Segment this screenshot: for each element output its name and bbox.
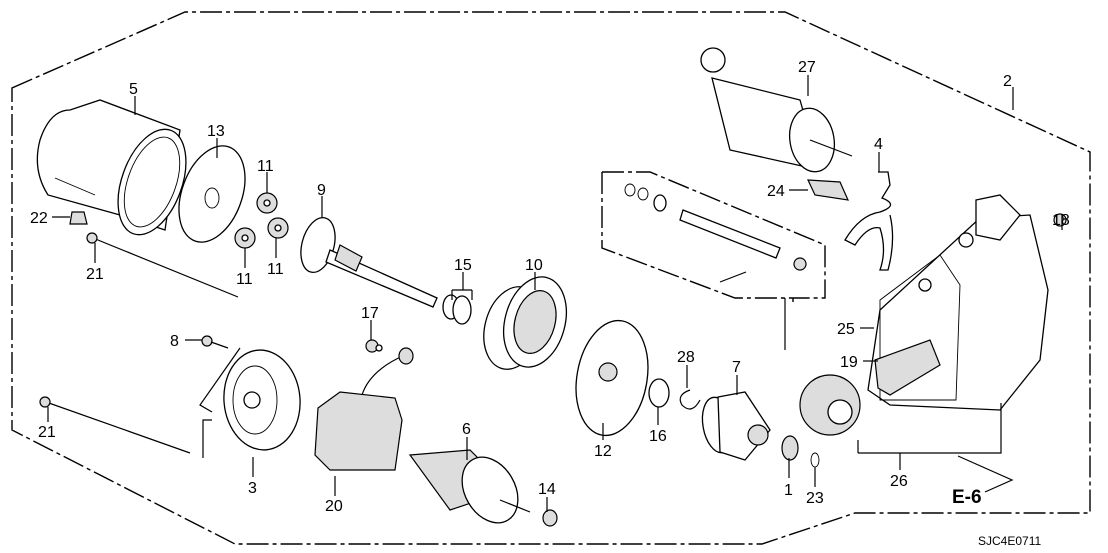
callout-17[interactable]: 17 xyxy=(361,305,379,322)
plunger-spring-part[interactable] xyxy=(624,183,807,283)
holder-part[interactable] xyxy=(807,179,849,201)
plate-part[interactable] xyxy=(167,137,258,251)
yoke-housing-part[interactable] xyxy=(36,99,199,244)
callout-25[interactable]: 25 xyxy=(837,321,855,338)
callout-11[interactable]: 11 xyxy=(267,261,284,278)
grommet-part[interactable] xyxy=(69,211,88,225)
center-bracket-part[interactable] xyxy=(567,315,656,441)
end-cover-part[interactable] xyxy=(199,347,304,458)
callout-9[interactable]: 9 xyxy=(317,182,326,199)
callout-22[interactable]: 22 xyxy=(30,210,48,227)
internal-gear-part[interactable] xyxy=(475,270,576,376)
plate-part[interactable] xyxy=(874,339,941,396)
callout-10[interactable]: 10 xyxy=(525,257,543,274)
overrunning-clutch-part[interactable] xyxy=(698,391,771,461)
callout-7[interactable]: 7 xyxy=(732,359,741,376)
callout-16[interactable]: 16 xyxy=(649,428,667,445)
stop-ring-part[interactable] xyxy=(679,389,701,410)
planetary-gear-part[interactable] xyxy=(234,192,289,249)
callout-11[interactable]: 11 xyxy=(257,158,274,175)
callout-21[interactable]: 21 xyxy=(86,266,104,283)
through-bolt-part[interactable] xyxy=(39,232,239,454)
section-reference-link[interactable]: E-6 xyxy=(952,487,982,508)
washer-set-part[interactable] xyxy=(442,294,472,325)
callout-11[interactable]: 11 xyxy=(236,271,253,288)
brush-holder-part[interactable] xyxy=(314,347,414,471)
callout-2[interactable]: 2 xyxy=(1003,73,1012,90)
callout-19[interactable]: 19 xyxy=(840,354,858,371)
washer-part[interactable] xyxy=(648,378,670,408)
callout-3[interactable]: 3 xyxy=(248,480,257,497)
callout-28[interactable]: 28 xyxy=(677,349,695,366)
callout-13[interactable]: 13 xyxy=(207,123,225,140)
callout-23[interactable]: 23 xyxy=(806,490,824,507)
washer-part[interactable] xyxy=(542,509,558,527)
screw-part[interactable] xyxy=(201,335,229,349)
callout-18[interactable]: 18 xyxy=(1052,212,1070,229)
callout-15[interactable]: 15 xyxy=(454,257,472,274)
callout-6[interactable]: 6 xyxy=(462,421,471,438)
solenoid-part[interactable] xyxy=(700,47,853,175)
drive-gear-part[interactable] xyxy=(799,374,861,436)
callout-27[interactable]: 27 xyxy=(798,59,816,76)
nut-part[interactable] xyxy=(1053,213,1067,227)
bearing-part[interactable] xyxy=(781,435,799,461)
callout-8[interactable]: 8 xyxy=(170,333,179,350)
leader-lines xyxy=(47,75,1063,512)
shift-lever-part[interactable] xyxy=(844,171,894,271)
armature-part[interactable] xyxy=(408,447,531,533)
nut-part[interactable] xyxy=(365,339,383,353)
callout-24[interactable]: 24 xyxy=(767,183,785,200)
callout-21[interactable]: 21 xyxy=(38,424,56,441)
callout-4[interactable]: 4 xyxy=(874,136,883,153)
callout-20[interactable]: 20 xyxy=(325,498,343,515)
snap-ring-part[interactable] xyxy=(810,452,820,468)
callout-5[interactable]: 5 xyxy=(129,81,138,98)
callout-26[interactable]: 26 xyxy=(890,473,908,490)
drawing-code: SJC4E0711 xyxy=(978,534,1041,548)
assembly-boundary xyxy=(11,11,1091,545)
planetary-shaft-part[interactable] xyxy=(295,214,438,308)
solenoid-internals-boundary xyxy=(601,171,826,302)
callout-1[interactable]: 1 xyxy=(784,482,793,499)
callout-14[interactable]: 14 xyxy=(538,481,556,498)
callouts: 2 5 13 11 11 11 22 21 21 9 15 10 17 8 3 … xyxy=(30,59,1070,515)
callout-12[interactable]: 12 xyxy=(594,443,612,460)
